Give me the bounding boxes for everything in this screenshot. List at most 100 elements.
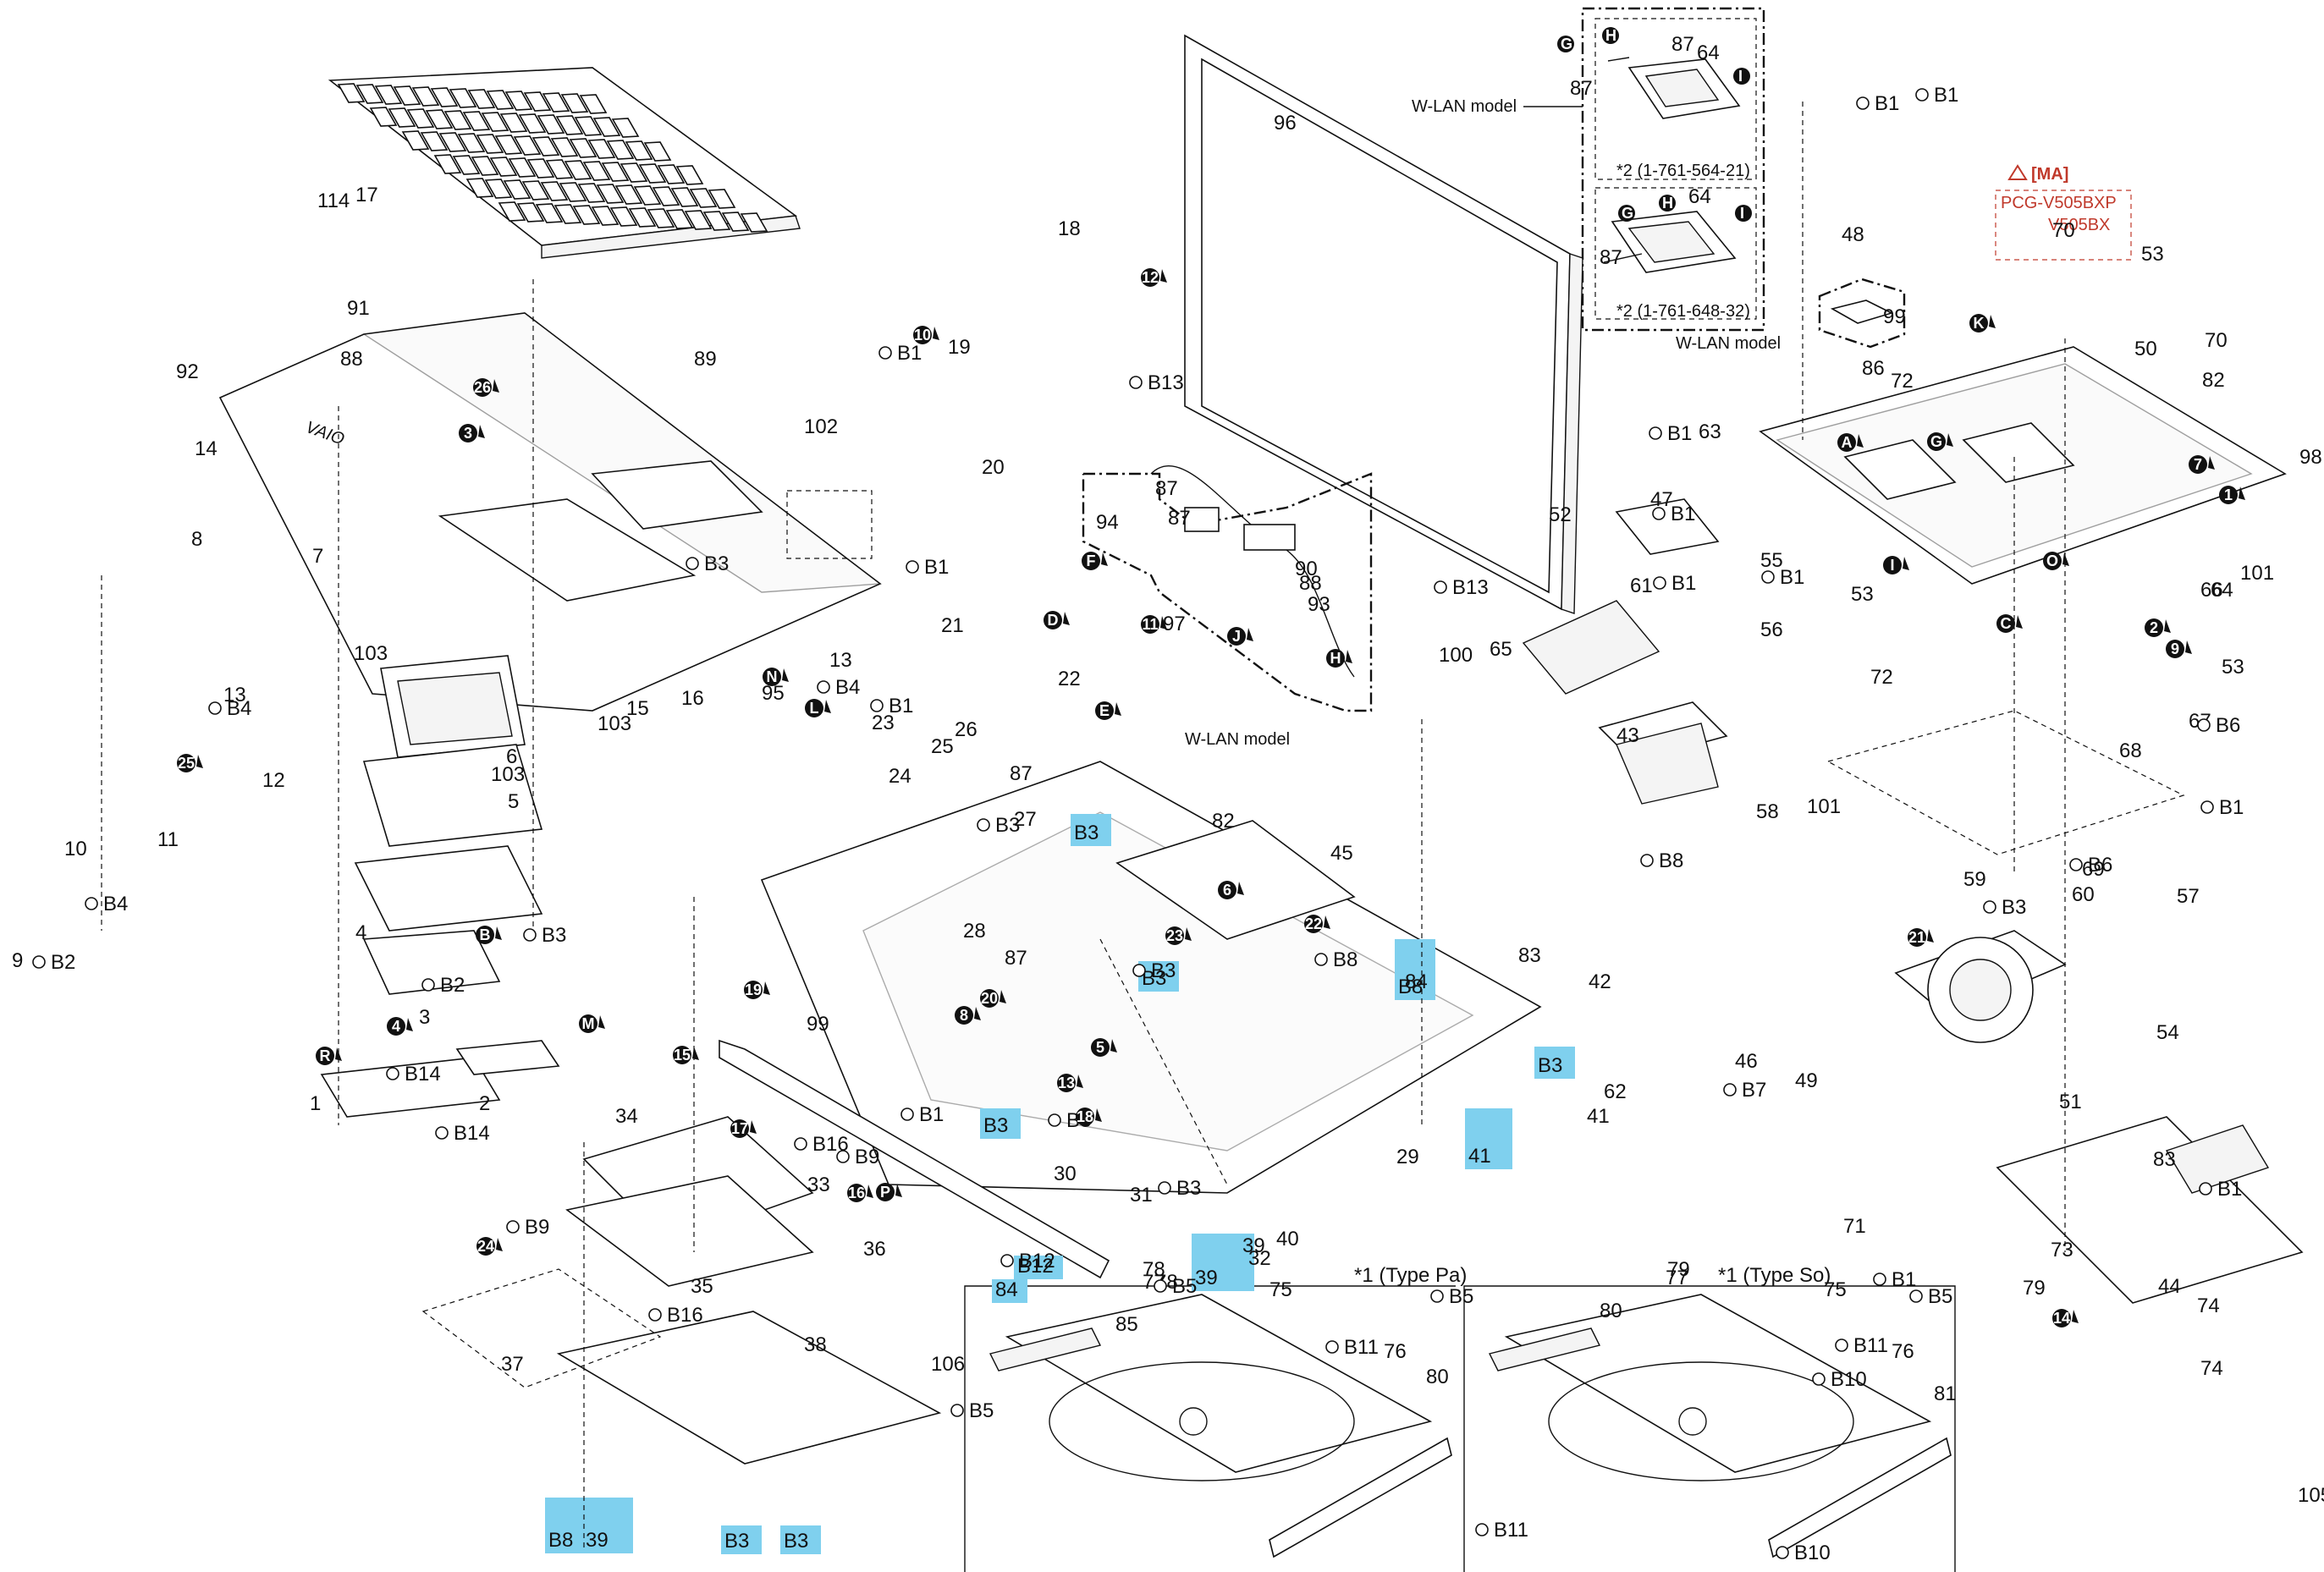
screw-head [836, 1150, 850, 1163]
keyboard-key [540, 181, 569, 201]
screw-callout: B11 [1344, 1336, 1379, 1359]
screw-head [1154, 1279, 1167, 1293]
keyboard-key [628, 207, 657, 228]
highlight-box [1138, 961, 1179, 992]
keyboard-key [462, 111, 491, 131]
part-callout: 87 [1155, 477, 1178, 500]
part-callout: 76 [1384, 1340, 1407, 1363]
screw-callout: B6 [2216, 714, 2240, 737]
thermal-sheet-59 [1826, 710, 2185, 855]
part-callout: 105 [2298, 1484, 2324, 1507]
keyboard-key [374, 85, 403, 105]
ref-marker-label: 8 [960, 1007, 968, 1024]
ref-marker-label: O [2046, 552, 2058, 569]
ref-marker [1141, 615, 1159, 634]
ref-marker [763, 668, 781, 686]
ref-marker-arrow [1063, 612, 1070, 625]
highlight-label: B3 [784, 1530, 808, 1553]
ref-marker [177, 754, 196, 772]
ref-marker [476, 926, 494, 944]
ref-marker-arrow [763, 981, 770, 995]
screw-head [85, 897, 98, 910]
part-callout: 1 [310, 1092, 321, 1115]
part-callout: 87 [1010, 762, 1033, 785]
ref-marker [955, 1006, 973, 1025]
screw-callout: B3 [995, 814, 1020, 837]
part-callout: 9 [12, 949, 23, 972]
part-callout: 26 [955, 718, 978, 741]
keyboard-key [457, 133, 486, 153]
keyboard-key [625, 140, 653, 161]
ref-marker-label: 22 [1305, 915, 1322, 932]
ref-marker-label: 25 [178, 755, 195, 772]
screw-callout: B9 [525, 1216, 549, 1239]
part-callout: 57 [2177, 885, 2200, 908]
ref-marker-arrow [406, 1018, 413, 1031]
keyboard-key [433, 154, 462, 174]
keyboard-keys [337, 83, 768, 233]
ref-marker [1969, 314, 1988, 333]
ref-marker-label: 18 [1077, 1108, 1093, 1125]
ref-marker [913, 326, 932, 344]
callout-87b: 87 [1570, 77, 1593, 100]
wlan-top-label: W-LAN model [1412, 97, 1517, 116]
part-callout: 16 [681, 687, 704, 710]
part-callout: 33 [807, 1174, 830, 1196]
part-callout: 25 [931, 735, 954, 758]
marker-g: G [1557, 36, 1574, 52]
lcd-panel-part [1184, 34, 1583, 614]
ref-marker-arrow [598, 1015, 605, 1029]
screw-head [1640, 854, 1654, 867]
keyboard-key [564, 160, 592, 180]
screw-head [1000, 1254, 1014, 1267]
part-callout: 40 [1276, 1228, 1299, 1250]
screw-head [1129, 376, 1143, 389]
marker-i2: I [1735, 205, 1752, 222]
screw-head [523, 928, 537, 942]
highlight-label: B8 [1398, 976, 1423, 998]
screw-callout: B1 [889, 695, 913, 717]
part-callout: 73 [2051, 1239, 2073, 1261]
highlight-box [1534, 1047, 1575, 1079]
screw-head [1835, 1338, 1848, 1352]
part-callout: 23 [872, 712, 895, 734]
touchpad-stack [320, 655, 560, 1118]
part-callout: 24 [889, 765, 911, 788]
ref-marker-arrow [2016, 615, 2023, 629]
part-callout: 10 [64, 838, 87, 860]
part-callout: 44 [2158, 1275, 2181, 1298]
ref-marker-arrow [1101, 552, 1108, 566]
part-callout: 64 [2211, 579, 2233, 602]
ref-marker-label: P [880, 1184, 890, 1201]
marker-i: I [1733, 68, 1750, 85]
screw-callout: B1 [2217, 1178, 2242, 1201]
highlight-box [780, 1525, 821, 1554]
highlight-box [980, 1108, 1021, 1139]
ref-marker-label: 12 [1142, 269, 1159, 286]
part-callout: 53 [1851, 583, 1874, 606]
keyboard-key [684, 210, 713, 230]
part-callout: 69 [2082, 858, 2105, 881]
screw-head [906, 560, 919, 574]
screw-callout: B4 [227, 697, 251, 720]
part-callout: 72 [1870, 666, 1893, 689]
keyboard-key [665, 209, 694, 229]
screw-callout: B5 [1449, 1285, 1473, 1308]
highlight-box [1395, 939, 1435, 1000]
highlight-label: 84 [995, 1278, 1018, 1301]
ref-marker [1908, 928, 1926, 947]
keyboard-key [643, 141, 672, 162]
screw-head [2199, 1182, 2212, 1195]
ref-marker [473, 378, 492, 397]
screw-callout: B12 [1019, 1250, 1055, 1272]
ref-marker-arrow [867, 1184, 873, 1198]
screw-callout: B5 [1928, 1285, 1952, 1308]
wlan-mid-label: W-LAN model [1185, 730, 1290, 749]
screw-callout: B1 [1892, 1268, 1916, 1291]
keyboard-key [476, 134, 504, 154]
type-so-title: *1 (Type So) [1718, 1264, 1831, 1287]
part-callout: 39 [1242, 1234, 1265, 1257]
highlight-box [545, 1498, 582, 1553]
